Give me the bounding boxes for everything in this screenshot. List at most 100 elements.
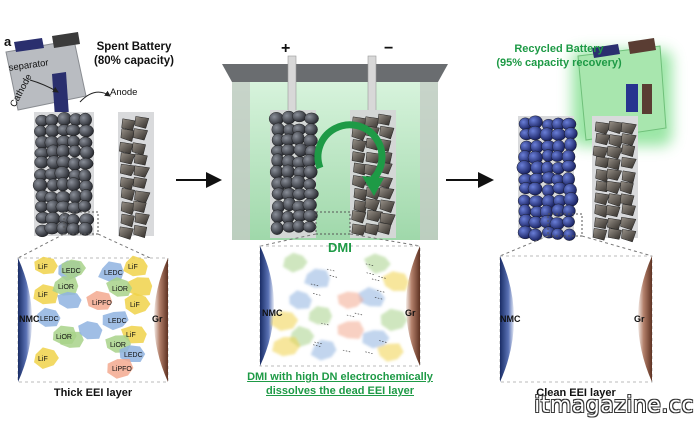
dmi-label: DMI <box>328 240 352 255</box>
cathode-particle <box>35 200 48 213</box>
left-zoom-box <box>63 211 99 235</box>
spent-battery-title-line2: (80% capacity) <box>94 55 174 67</box>
anode-flake <box>607 228 622 240</box>
eei-species-blob <box>34 256 58 275</box>
right-zoom-lines <box>499 235 653 257</box>
anode-flake <box>620 122 637 135</box>
anode-flake <box>119 152 136 165</box>
middle-caption-line2: dissolves the dead EEI layer <box>266 385 414 397</box>
dissolving-fragment <box>314 341 323 345</box>
dissolving-fragment <box>378 276 387 279</box>
eei-species-label: LiPFO <box>92 300 112 307</box>
right-nmc-label: NMC <box>500 314 521 324</box>
dissolving-fragment <box>346 314 355 318</box>
anode-flake <box>621 229 637 243</box>
anode-flake <box>351 139 367 153</box>
eei-species-blob <box>107 359 134 379</box>
anode-flake <box>133 153 148 166</box>
anode-flake <box>594 121 612 135</box>
dissolving-fragment <box>379 340 388 343</box>
anode-flake <box>351 151 366 163</box>
dissolving-fragment <box>365 351 374 355</box>
anode-flake <box>605 180 622 195</box>
eei-species-blob <box>86 290 113 310</box>
cathode-particle <box>290 175 306 190</box>
eei-species-label: LiOR <box>112 286 128 293</box>
recycled-cathode-particle <box>561 160 576 172</box>
cathode-particle <box>292 110 307 123</box>
eei-species-label: LiF <box>128 264 138 271</box>
cathode-particle <box>281 143 296 157</box>
anode-pointer <box>79 90 111 103</box>
middle-zoom-box <box>315 211 351 235</box>
recycled-cathode-particle <box>550 128 567 141</box>
right-cathode-stack <box>516 115 579 242</box>
eei-species-blob <box>337 291 364 309</box>
recycled-cathode-particle <box>516 160 532 175</box>
eei-species-blob <box>304 268 330 288</box>
middle-gr-label: Gr <box>405 308 416 318</box>
dissolving-fragment <box>342 349 351 353</box>
anode-flake <box>621 203 636 217</box>
eei-species-blob <box>272 337 301 357</box>
eei-species-blob <box>52 276 79 296</box>
right-caption: Clean EEI layer <box>536 387 616 399</box>
cathode-particle <box>281 164 295 179</box>
anode-flake <box>353 162 368 176</box>
separator-pointer <box>29 79 59 93</box>
dissolving-fragment <box>310 283 319 287</box>
dissolving-fragment <box>313 293 322 296</box>
cathode-particle <box>304 112 319 125</box>
recycled-battery-title-line1: Recycled Battery <box>514 43 604 55</box>
recycled-battery-title: Recycled Battery (95% capacity recovery) <box>492 42 626 70</box>
eei-species-blob <box>98 261 124 282</box>
dissolving-fragment <box>366 272 375 276</box>
eei-species-blob <box>106 277 133 297</box>
middle-nmc-surface <box>260 246 274 366</box>
eei-species-blob <box>289 290 312 310</box>
anode-flake <box>365 152 383 164</box>
eei-species-label: LEDC <box>62 268 81 275</box>
anode-flake <box>353 187 368 202</box>
recycled-cathode-particle <box>562 216 575 228</box>
cathode-particle <box>303 209 318 222</box>
dissolving-fragment <box>326 268 336 272</box>
anode-flake <box>132 200 147 213</box>
anode-flake <box>377 113 392 126</box>
right-nmc-surface <box>500 256 514 382</box>
eei-species-label: LiF <box>38 292 48 299</box>
right-zoom-box <box>547 213 583 237</box>
cathode-particle <box>79 145 95 160</box>
eei-species-blob <box>310 339 337 361</box>
eei-species-blob <box>33 284 59 305</box>
eei-species-blob <box>271 311 299 331</box>
anode-flake <box>351 210 367 224</box>
eei-species-blob <box>377 343 404 362</box>
dissolving-fragment <box>329 275 338 278</box>
recycled-cathode-particle <box>563 192 579 207</box>
anode-flake <box>592 228 608 241</box>
middle-nmc-label: NMC <box>262 308 283 318</box>
eei-species-label: LiOR <box>110 342 126 349</box>
anode-flake <box>366 209 384 223</box>
cathode-particle <box>66 177 81 192</box>
anode-flake <box>619 181 634 195</box>
eei-species-label: LiF <box>38 356 48 363</box>
cathode-particle <box>78 222 93 236</box>
eei-species-blob <box>362 330 390 349</box>
anode-flake <box>378 187 395 200</box>
dissolving-fragment <box>312 344 322 348</box>
middle-caption: DMI with high DN electrochemically disso… <box>226 370 454 398</box>
eei-species-blob <box>382 271 409 291</box>
right-gr-surface <box>638 256 652 382</box>
cathode-particle <box>270 221 284 235</box>
recycled-cathode-particle <box>527 182 543 196</box>
anode-flake <box>594 204 610 218</box>
eei-species-blob <box>126 277 153 296</box>
left-zoom-lines <box>17 233 151 259</box>
anode-flake <box>120 201 136 216</box>
anode-flake <box>133 224 148 239</box>
anode-flake <box>120 187 136 201</box>
